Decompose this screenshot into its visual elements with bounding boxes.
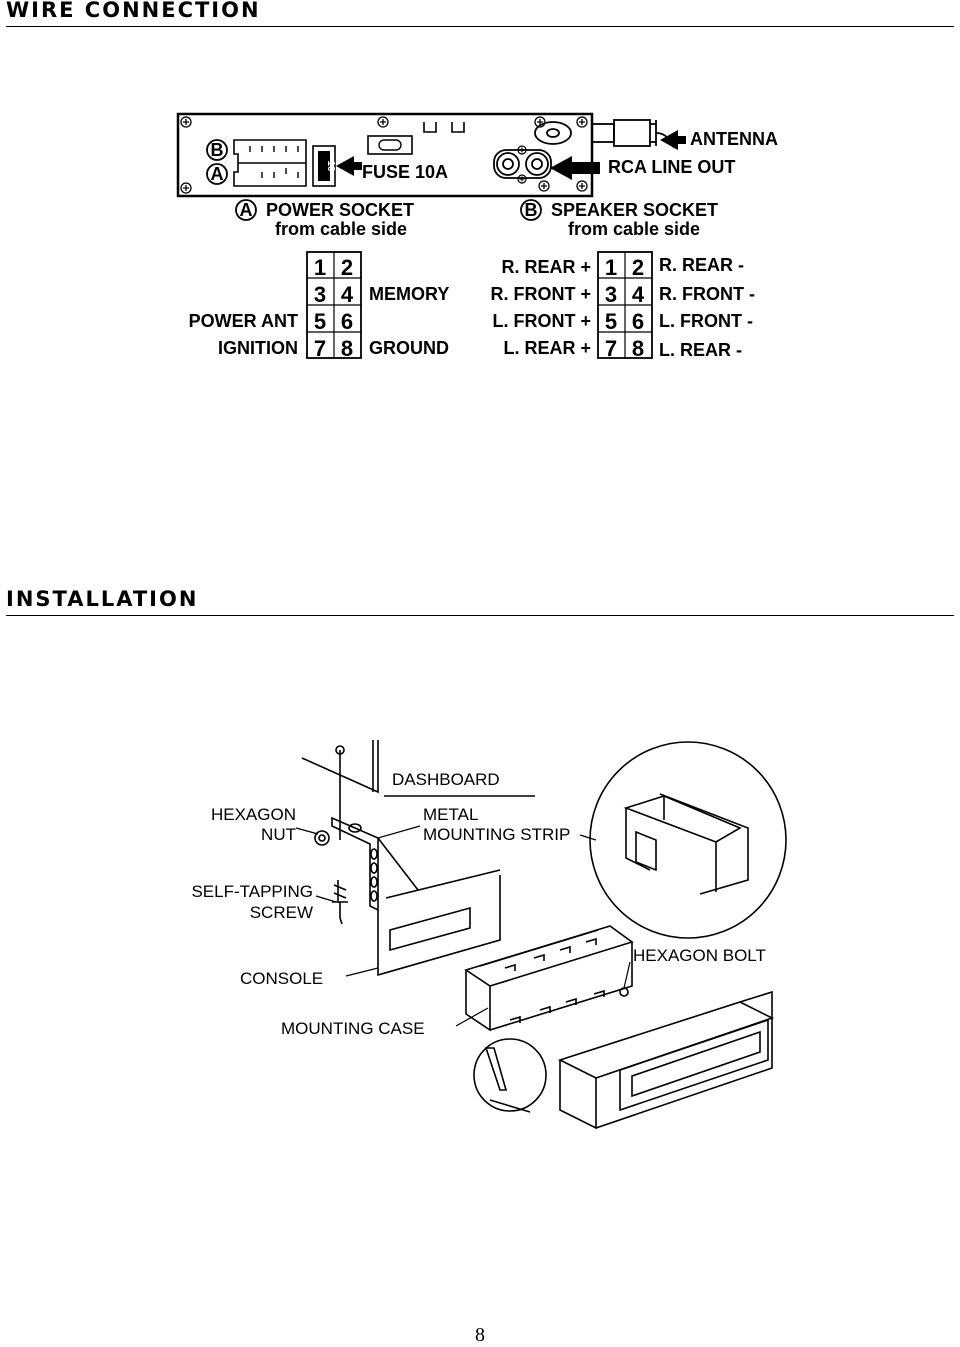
magnified-inset <box>589 741 787 939</box>
rca-jacks <box>493 145 552 184</box>
speaker-pin-left-4: L. REAR + <box>503 338 591 358</box>
radio-back-panel <box>176 112 594 198</box>
pin-1: 1 <box>314 255 326 280</box>
speaker-pin-right-4: L. REAR - <box>659 340 742 360</box>
pin-7: 7 <box>314 336 326 361</box>
wire-connection-rule <box>6 26 954 27</box>
power-pin-right-4: GROUND <box>369 338 449 358</box>
console-label: CONSOLE <box>240 969 323 988</box>
speaker-pin-right-1: R. REAR - <box>659 255 744 275</box>
spk-pin-1: 1 <box>605 255 617 280</box>
installation-heading: INSTALLATION <box>6 587 199 611</box>
pin-8: 8 <box>341 336 353 361</box>
page-number: 8 <box>475 1324 485 1346</box>
socket-a-badge: A <box>206 163 228 185</box>
spk-pin-8: 8 <box>632 336 644 361</box>
power-pin-left-4: IGNITION <box>218 338 298 358</box>
antenna-socket <box>534 119 679 149</box>
speaker-pin-right-3: L. FRONT - <box>659 311 753 331</box>
socket-a-letter: A <box>211 164 224 184</box>
speaker-pin-left-1: R. REAR + <box>501 257 591 277</box>
power-pin-left-3: POWER ANT <box>189 311 298 331</box>
iso-connector <box>233 139 307 187</box>
mounting-case-label: MOUNTING CASE <box>281 1019 425 1038</box>
mounting-case <box>464 925 634 1032</box>
hexagon-nut-label-line2: NUT <box>261 825 296 844</box>
power-socket-subtitle: from cable side <box>275 219 407 239</box>
spk-pin-6: 6 <box>632 309 644 334</box>
antenna-arrow <box>660 130 686 150</box>
wire-connection-heading: WIRE CONNECTION <box>6 0 261 22</box>
metal-strip-label-line2: MOUNTING STRIP <box>423 825 570 844</box>
socket-b-badge: B <box>206 139 228 161</box>
hexagon-nut <box>314 830 330 846</box>
installation-diagram: DASHBOARD HEXAGON NUT METAL MOUNTING STR… <box>191 740 787 1130</box>
speaker-pin-left-2: R. FRONT + <box>490 284 591 304</box>
pin-2: 2 <box>341 255 353 280</box>
pin-6: 6 <box>341 309 353 334</box>
power-pin-grid: 1 2 3 4 5 6 7 8 <box>306 251 362 361</box>
pin-3: 3 <box>314 282 326 307</box>
dashboard-label: DASHBOARD <box>392 770 500 789</box>
spk-pin-4: 4 <box>632 282 645 307</box>
speaker-socket-subtitle: from cable side <box>568 219 700 239</box>
hexagon-nut-label-line1: HEXAGON <box>211 805 296 824</box>
fuse-access-slot <box>367 135 413 155</box>
antenna-label: ANTENNA <box>690 129 778 149</box>
rca-label: RCA LINE OUT <box>608 157 735 177</box>
pin-5: 5 <box>314 309 326 334</box>
speaker-pin-right-2: R. FRONT - <box>659 284 755 304</box>
panel-tabs <box>423 122 465 133</box>
self-tapping-label-line2: SCREW <box>250 903 313 922</box>
screwdriver-inset <box>473 1038 547 1113</box>
spk-pin-7: 7 <box>605 336 617 361</box>
metal-strip-label-line1: METAL <box>423 805 478 824</box>
rca-arrow <box>550 156 600 180</box>
self-tapping-label-line1: SELF-TAPPING <box>191 882 313 901</box>
installation-rule <box>6 615 954 616</box>
radio-unit <box>557 990 775 1130</box>
dashboard-panel <box>301 740 535 840</box>
power-socket-header: A POWER SOCKET from cable side <box>235 199 414 239</box>
power-pin-right-2: MEMORY <box>369 284 449 304</box>
pin-4: 4 <box>341 282 354 307</box>
fuse-arrow <box>336 156 362 176</box>
wire-connection-diagram: B A 10 FUSE 10A <box>176 112 778 361</box>
hexagon-bolt-label: HEXAGON BOLT <box>633 946 766 965</box>
speaker-pin-grid: 1 2 3 4 5 6 7 8 <box>597 251 653 361</box>
speaker-socket-header: B SPEAKER SOCKET from cable side <box>520 199 718 239</box>
power-socket-title: POWER SOCKET <box>266 200 414 220</box>
spk-pin-2: 2 <box>632 255 644 280</box>
fuse-label: FUSE 10A <box>362 162 448 182</box>
panel-screws <box>180 116 588 194</box>
speaker-pin-left-3: L. FRONT + <box>493 311 592 331</box>
speaker-socket-title: SPEAKER SOCKET <box>551 200 718 220</box>
metal-mounting-strip <box>331 816 419 912</box>
console <box>377 869 501 977</box>
fuse-marking: 10 <box>325 160 336 172</box>
spk-pin-3: 3 <box>605 282 617 307</box>
leader-lines <box>295 825 631 1027</box>
power-socket-badge-letter: A <box>240 200 253 220</box>
fuse-holder: 10 FUSE 10A <box>312 145 448 187</box>
socket-b-letter: B <box>211 140 224 160</box>
speaker-socket-badge-letter: B <box>525 200 538 220</box>
spk-pin-5: 5 <box>605 309 617 334</box>
